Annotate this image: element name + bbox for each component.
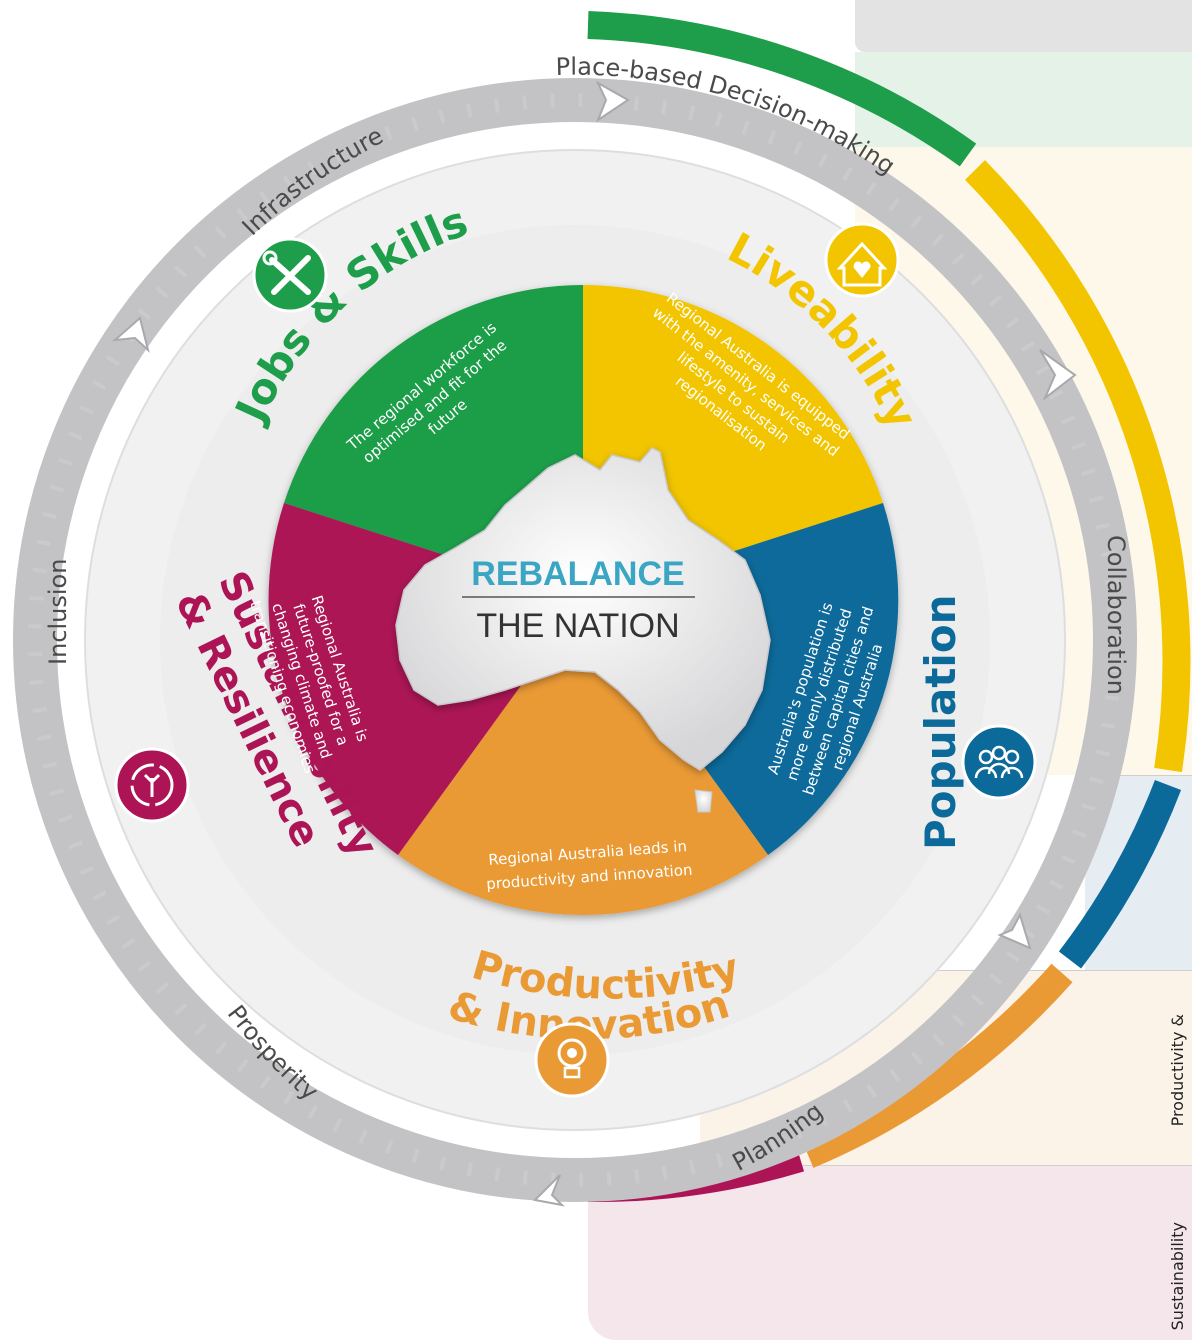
heart-house-icon [824,222,900,298]
accent-arc-green [587,11,977,167]
australia-map [395,447,771,771]
ring-label-collaboration: Collaboration [1102,535,1130,695]
band-divider [1085,775,1192,776]
band-divider [700,970,1192,971]
tools-icon [252,237,328,313]
tasmania [694,789,713,813]
lightbulb-gear-icon [534,1022,610,1098]
segment-productivity [398,600,768,916]
logo-rebalance: REBALANCE [471,555,684,593]
title-population: Population [916,594,965,850]
people-icon [961,724,1037,800]
recycle-tree-icon [114,747,190,823]
accent-arc-blue [1058,779,1182,969]
accent-arc-orange [802,963,1073,1168]
ring-label-inclusion: Inclusion [44,559,72,665]
band-gray-top [855,0,1192,52]
logo-the-nation: THE NATION [476,607,679,645]
band-divider [700,1165,1192,1166]
accent-arc-yellow [965,160,1191,773]
outer-ring [13,78,1137,1202]
